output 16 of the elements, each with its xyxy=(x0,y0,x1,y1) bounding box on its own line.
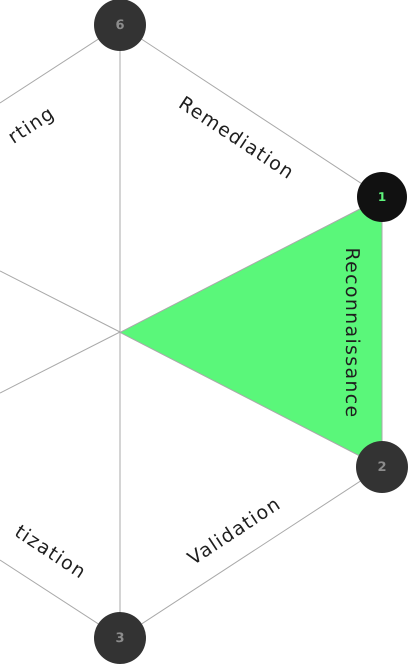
step-circle xyxy=(356,441,408,493)
step-number: 6 xyxy=(115,18,125,32)
step-number: 1 xyxy=(378,191,386,203)
highlight-triangle xyxy=(120,208,382,456)
step-number: 2 xyxy=(377,460,387,474)
connector-line xyxy=(0,560,99,624)
spoke-line xyxy=(0,332,120,394)
phase-label: Reconnaissance xyxy=(341,248,361,418)
spoke-line xyxy=(0,270,120,332)
connector-line xyxy=(141,480,361,624)
step-circle xyxy=(94,0,146,51)
connector-line xyxy=(0,38,99,104)
step-circle xyxy=(94,612,146,664)
connector-line xyxy=(141,38,362,184)
step-circle xyxy=(357,172,407,222)
step-number: 3 xyxy=(115,632,125,644)
